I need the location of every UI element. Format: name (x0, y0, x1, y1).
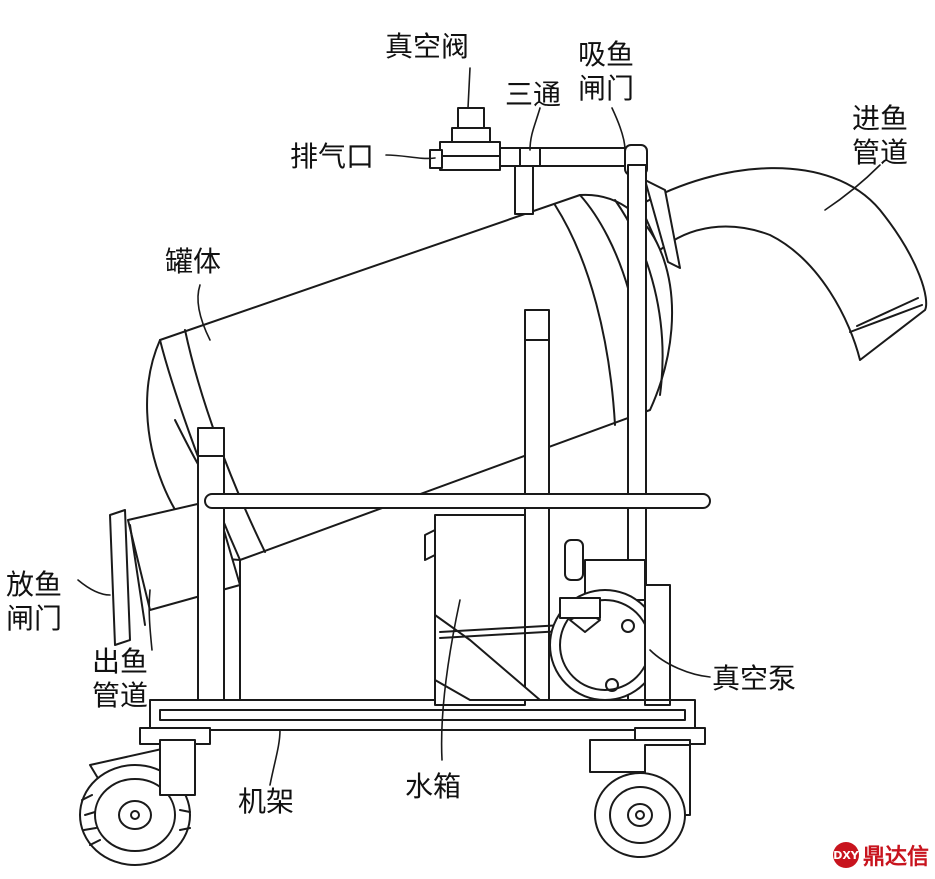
leader-tank-body (198, 285, 210, 340)
left-caster-drawing (80, 740, 195, 865)
leader-exhaust-port (386, 155, 435, 158)
label-discharge-gate-line2: 闸门 (6, 602, 63, 635)
leader-vacuum-valve (468, 68, 470, 108)
label-exhaust-port: 排气口 (290, 140, 375, 173)
label-outlet-pipe-line2: 管道 (92, 679, 149, 712)
leader-vacuum-pump (650, 650, 710, 677)
label-suction-gate-line1: 吸鱼 (578, 38, 635, 71)
inlet-pipe-drawing (640, 168, 926, 360)
watermark-logo-icon: DXY (832, 842, 859, 868)
vacuum-valve-drawing (430, 108, 500, 170)
tee-pipe-drawing (500, 145, 647, 214)
leader-discharge-gate (78, 580, 110, 595)
leader-frame (270, 730, 280, 785)
vacuum-pump-drawing (550, 540, 680, 705)
label-discharge-gate: 放鱼 闸门 (6, 568, 62, 636)
leader-tee (530, 108, 540, 150)
label-water-tank: 水箱 (405, 770, 462, 803)
label-suction-gate: 吸鱼 闸门 (578, 38, 634, 106)
label-inlet-pipe: 进鱼 管道 (852, 102, 908, 170)
label-inlet-pipe-line1: 进鱼 (852, 102, 909, 135)
leader-outlet-pipe (149, 590, 152, 650)
leader-water-tank (442, 600, 460, 760)
label-outlet-pipe: 出鱼 管道 (92, 645, 148, 713)
watermark-text: 鼎达信 (862, 845, 929, 870)
water-tank-drawing (425, 515, 580, 705)
suction-gate-drawing (645, 180, 680, 268)
label-vacuum-pump: 真空泵 (712, 662, 797, 695)
watermark: DXY 鼎达信 (832, 839, 929, 871)
right-caster-drawing (590, 740, 690, 857)
label-discharge-gate-line1: 放鱼 (6, 568, 63, 601)
label-vacuum-valve: 真空阀 (385, 30, 470, 63)
leader-inlet-pipe (825, 165, 880, 210)
label-frame: 机架 (238, 785, 295, 818)
leader-suction-gate (612, 108, 625, 150)
label-tank-body: 罐体 (165, 245, 222, 278)
label-inlet-pipe-line2: 管道 (852, 136, 909, 169)
label-suction-gate-line2: 闸门 (578, 72, 635, 105)
label-outlet-pipe-line1: 出鱼 (92, 645, 149, 678)
label-tee: 三通 (505, 78, 562, 111)
leader-lines (78, 68, 880, 785)
